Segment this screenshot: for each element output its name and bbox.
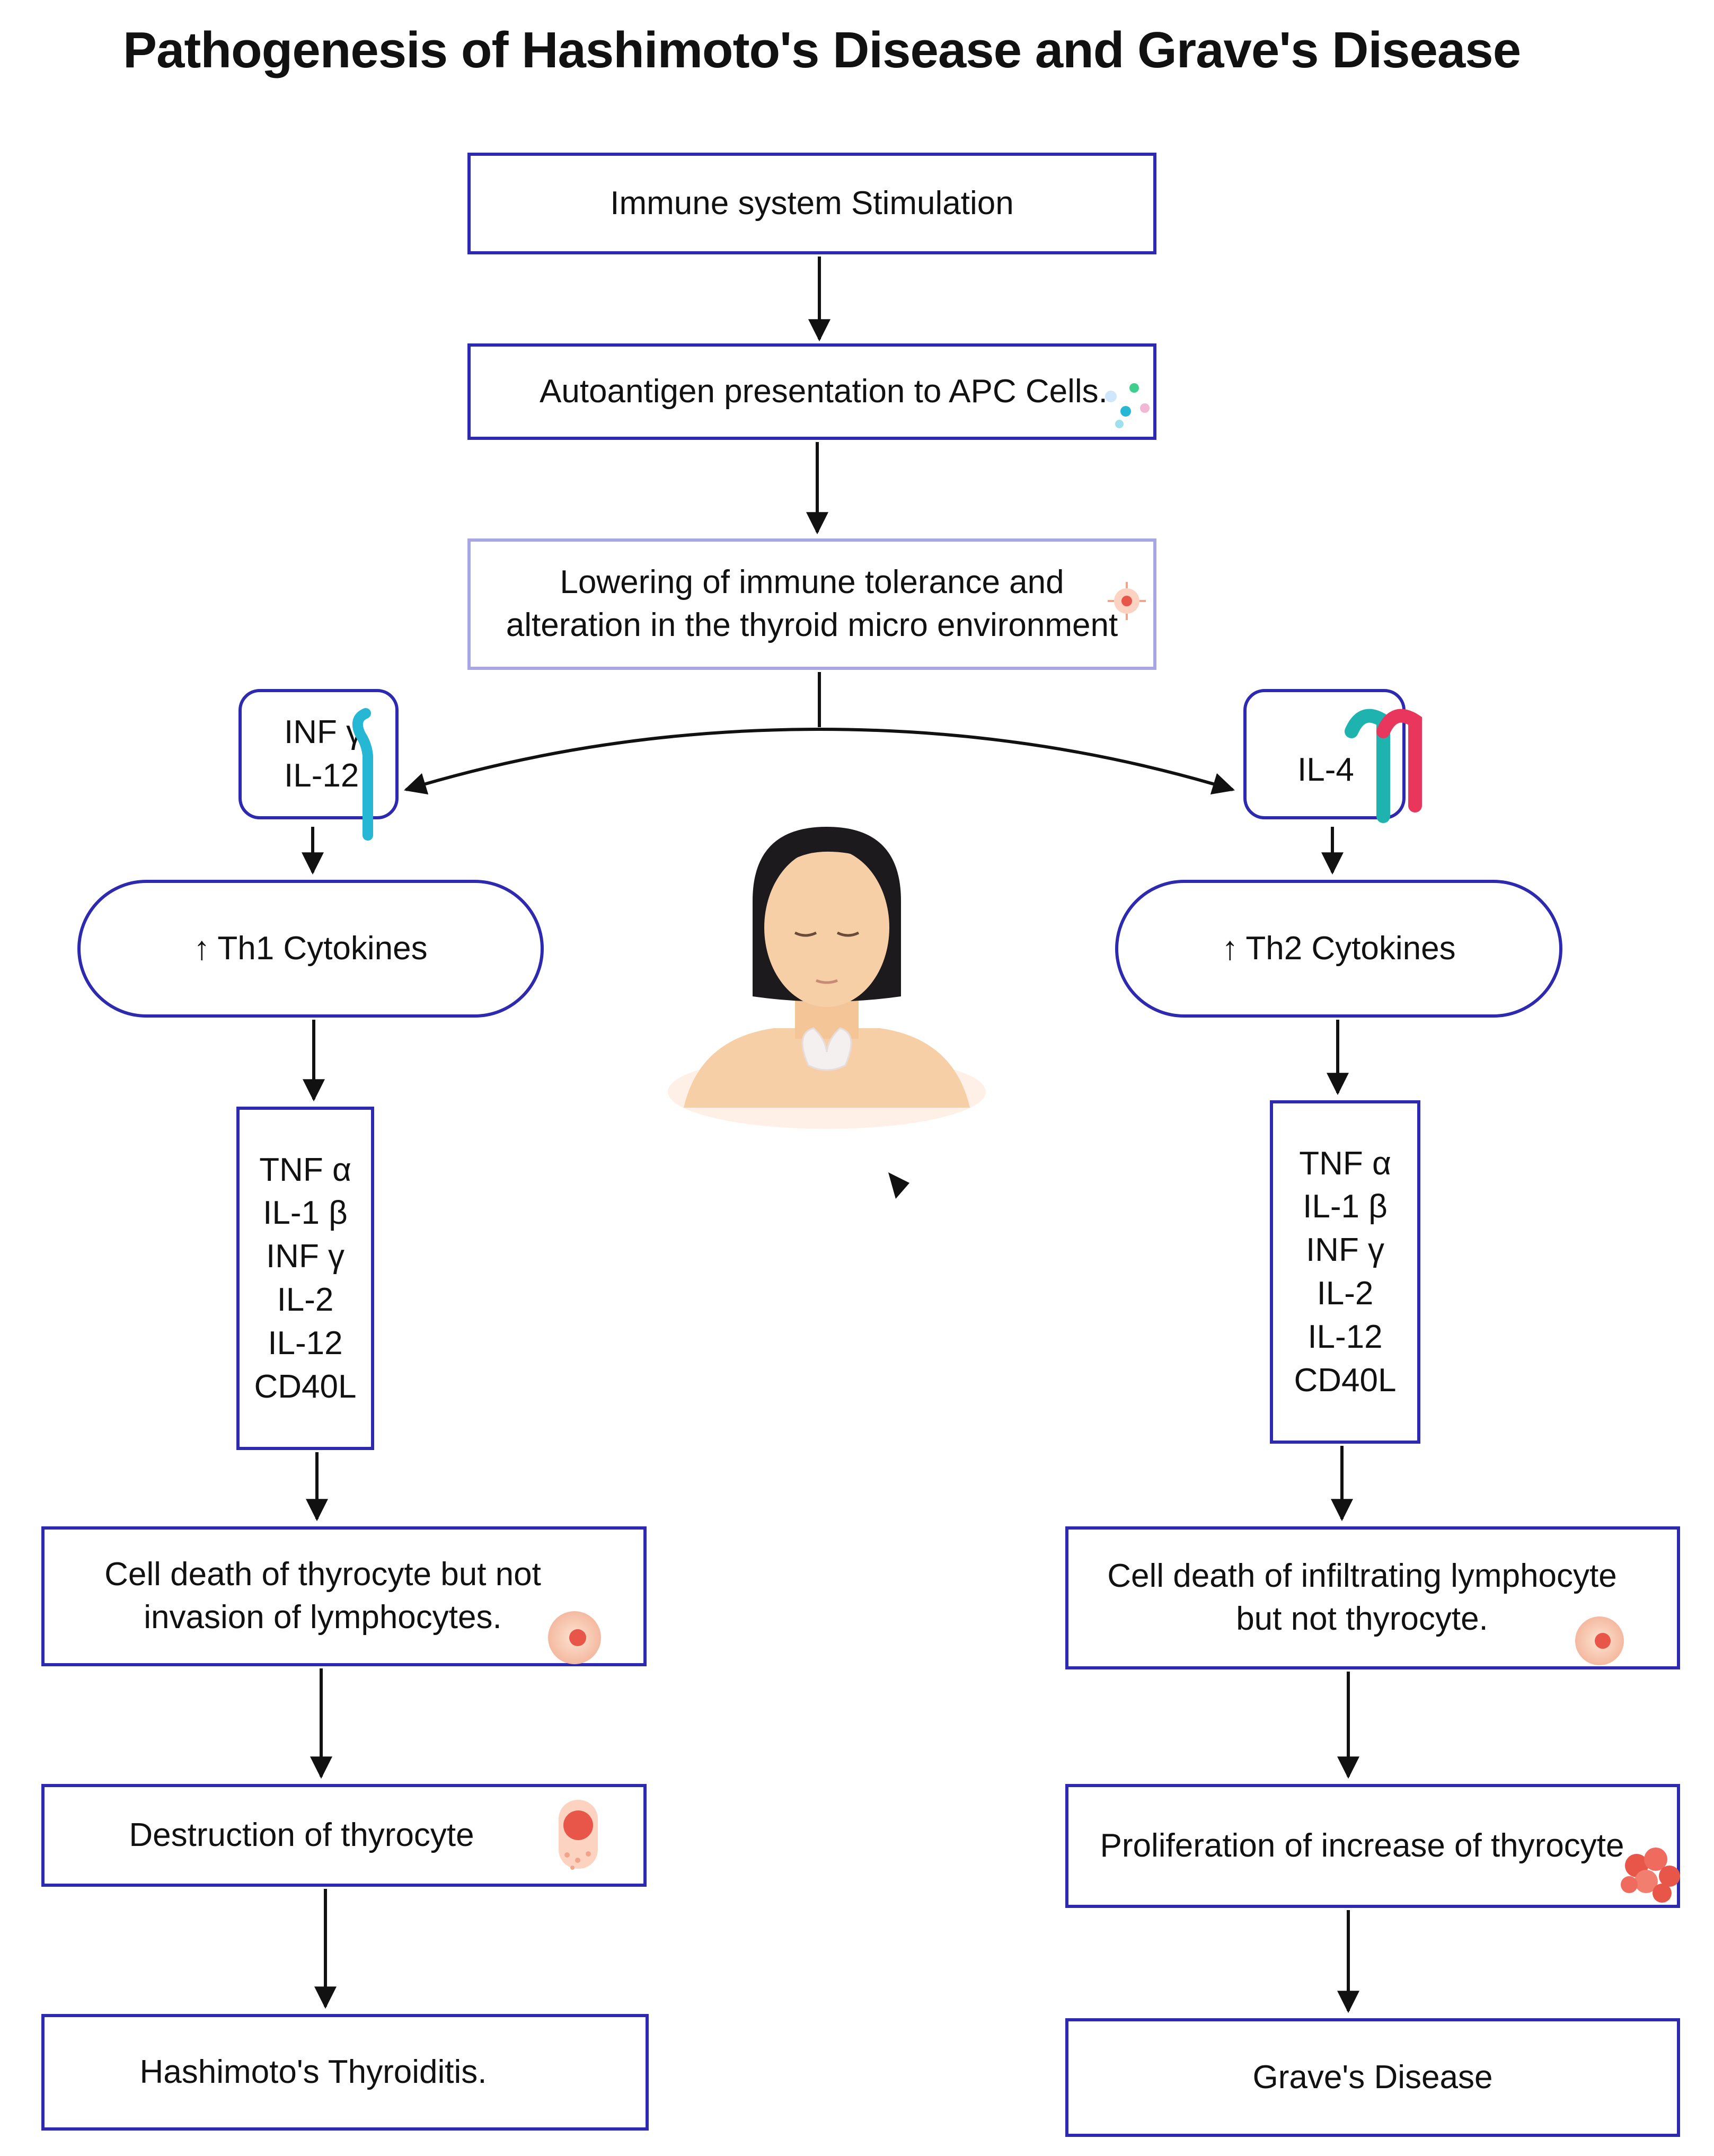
receptor-icon — [352, 708, 373, 841]
th1-up-arrow: ↑ — [193, 930, 210, 967]
right-list-item: INF γ — [1305, 1232, 1385, 1269]
left-list-item: TNF α — [259, 1151, 351, 1188]
arrow-split-right — [819, 728, 1235, 795]
left-list-item: IL-2 — [277, 1282, 334, 1318]
node-proliferation-thyrocyte: Proliferation of increase of thyrocyte — [1065, 1784, 1680, 1908]
right-list-item: IL-1 β — [1303, 1188, 1388, 1225]
left-input-item: INF γ — [284, 714, 363, 751]
node-autoantigen: Autoantigen presentation to APC Cells. — [467, 343, 1156, 440]
left-list-item: INF γ — [266, 1238, 345, 1275]
right-death-line1: Cell death of infiltrating lymphocyte — [1107, 1558, 1617, 1595]
node-immune-tolerance: Lowering of immune tolerance and alterat… — [467, 538, 1156, 670]
node-destruction-thyrocyte: Destruction of thyrocyte — [41, 1784, 647, 1887]
node-th2-cytokines: ↑ Th2 Cytokines — [1115, 880, 1562, 1018]
left-list-item: IL-1 β — [263, 1195, 348, 1232]
left-list-item: IL-12 — [268, 1324, 343, 1362]
left-death-line1: Cell death of thyrocyte but not — [104, 1556, 541, 1593]
woman-thyroid-illustration — [668, 827, 986, 1129]
right-list-item: TNF α — [1299, 1145, 1391, 1182]
node-autoantigen-label: Autoantigen presentation to APC Cells. — [540, 373, 1108, 410]
arrow-split-left — [403, 728, 820, 795]
thyrocyte-cell-icon — [559, 1800, 598, 1870]
cursor-pointer-icon — [888, 1172, 909, 1199]
right-death-line2: but not thyrocyte. — [1236, 1601, 1488, 1637]
diagram-title: Pathogenesis of Hashimoto's Disease and … — [123, 22, 1521, 78]
left-death-line2: invasion of lymphocytes. — [144, 1599, 502, 1636]
node-immune-stimulation-label: Immune system Stimulation — [610, 184, 1014, 222]
node-left-cytokine-list: TNF α IL-1 β INF γ IL-2 IL-12 CD40L — [236, 1107, 374, 1450]
destruction-label: Destruction of thyrocyte — [129, 1816, 474, 1853]
node-graves-disease: Grave's Disease — [1065, 2018, 1680, 2137]
node-immune-stimulation: Immune system Stimulation — [467, 153, 1156, 254]
node-left-cell-death: Cell death of thyrocyte but not invasion… — [41, 1526, 647, 1666]
right-list-item: IL-2 — [1317, 1275, 1374, 1312]
graves-label: Grave's Disease — [1252, 2058, 1493, 2096]
node-right-cytokine-list: TNF α IL-1 β INF γ IL-2 IL-12 CD40L — [1270, 1100, 1420, 1444]
connector-arrows — [302, 257, 1359, 2013]
apc-cells-icon — [1105, 383, 1150, 428]
left-list-item: CD40L — [254, 1368, 357, 1405]
left-input-item: IL-12 — [284, 757, 359, 794]
th1-label: Th1 Cytokines — [217, 930, 428, 967]
node-immune-tolerance-line2: alteration in the thyroid micro environm… — [506, 607, 1118, 643]
th2-label: Th2 Cytokines — [1245, 930, 1456, 967]
proliferation-label: Proliferation of increase of thyrocyte — [1100, 1827, 1624, 1864]
node-immune-tolerance-line1: Lowering of immune tolerance and — [560, 564, 1064, 601]
cell-icon — [548, 1611, 601, 1664]
node-hashimoto-thyroiditis: Hashimoto's Thyroiditis. — [41, 2014, 649, 2131]
th2-up-arrow: ↑ — [1222, 930, 1239, 967]
cell-icon — [1575, 1616, 1624, 1665]
node-th1-cytokines: ↑ Th1 Cytokines — [77, 880, 544, 1018]
right-list-item: CD40L — [1294, 1362, 1397, 1399]
cell-icon — [1108, 582, 1146, 620]
hashimoto-label: Hashimoto's Thyroiditis. — [139, 2053, 487, 2090]
receptor-icon — [1345, 709, 1422, 823]
right-input-label: IL-4 — [1297, 751, 1354, 788]
cell-cluster-icon — [1621, 1848, 1680, 1903]
right-list-item: IL-12 — [1307, 1318, 1383, 1355]
